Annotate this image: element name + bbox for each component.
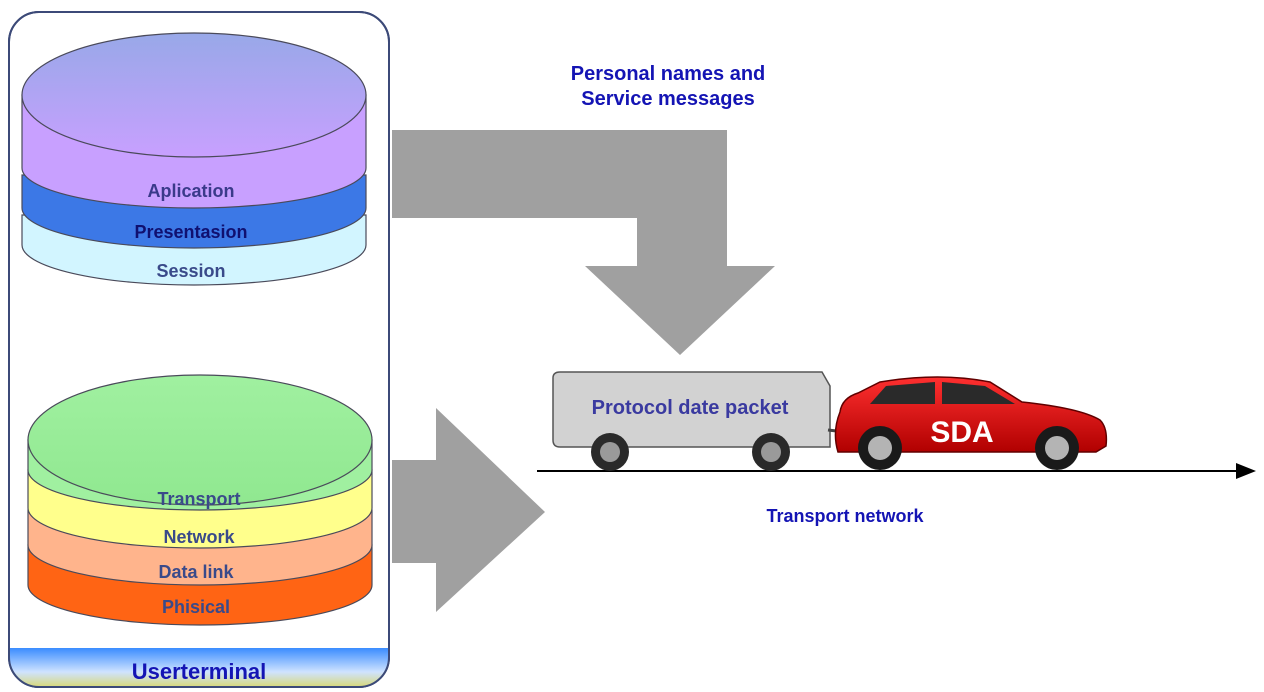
- upper-stack-top: [21, 32, 367, 158]
- terminal-label: Userterminal: [132, 659, 267, 684]
- car-wheel: [1035, 426, 1079, 470]
- upper-flow-arrow: [392, 130, 775, 355]
- upper-flow-label-line2: Service messages: [581, 88, 754, 110]
- car-wheel: [858, 426, 902, 470]
- transport-network-arrowhead: [1236, 463, 1256, 479]
- layer-presentasion-label: Presentasion: [134, 222, 247, 242]
- lower-flow-arrow: [392, 408, 545, 612]
- trailer-wheel: [752, 433, 790, 471]
- protocol-packet-trailer: Protocol date packet: [552, 371, 846, 471]
- car-label: SDA: [930, 416, 993, 449]
- layer-datalink-label: Data link: [158, 562, 234, 582]
- transport-network-label: Transport network: [766, 506, 924, 526]
- layer-transport-label: Transport: [157, 489, 240, 509]
- car-window-front: [870, 382, 935, 404]
- layer-aplication-label: Aplication: [147, 181, 234, 201]
- layer-session-label: Session: [156, 261, 225, 281]
- lower-layer-stack: [27, 374, 373, 626]
- layer-network-label: Network: [163, 527, 235, 547]
- lower-stack-top: [27, 374, 373, 506]
- packet-label: Protocol date packet: [592, 397, 789, 419]
- sda-car: SDA: [834, 376, 1108, 470]
- car-window-rear: [942, 382, 1015, 404]
- upper-flow-label-line1: Personal names and: [571, 63, 766, 85]
- layer-phisical-label: Phisical: [162, 597, 230, 617]
- terminal-label-band: [9, 648, 389, 687]
- trailer-wheel: [591, 433, 629, 471]
- upper-layer-stack: [21, 32, 367, 286]
